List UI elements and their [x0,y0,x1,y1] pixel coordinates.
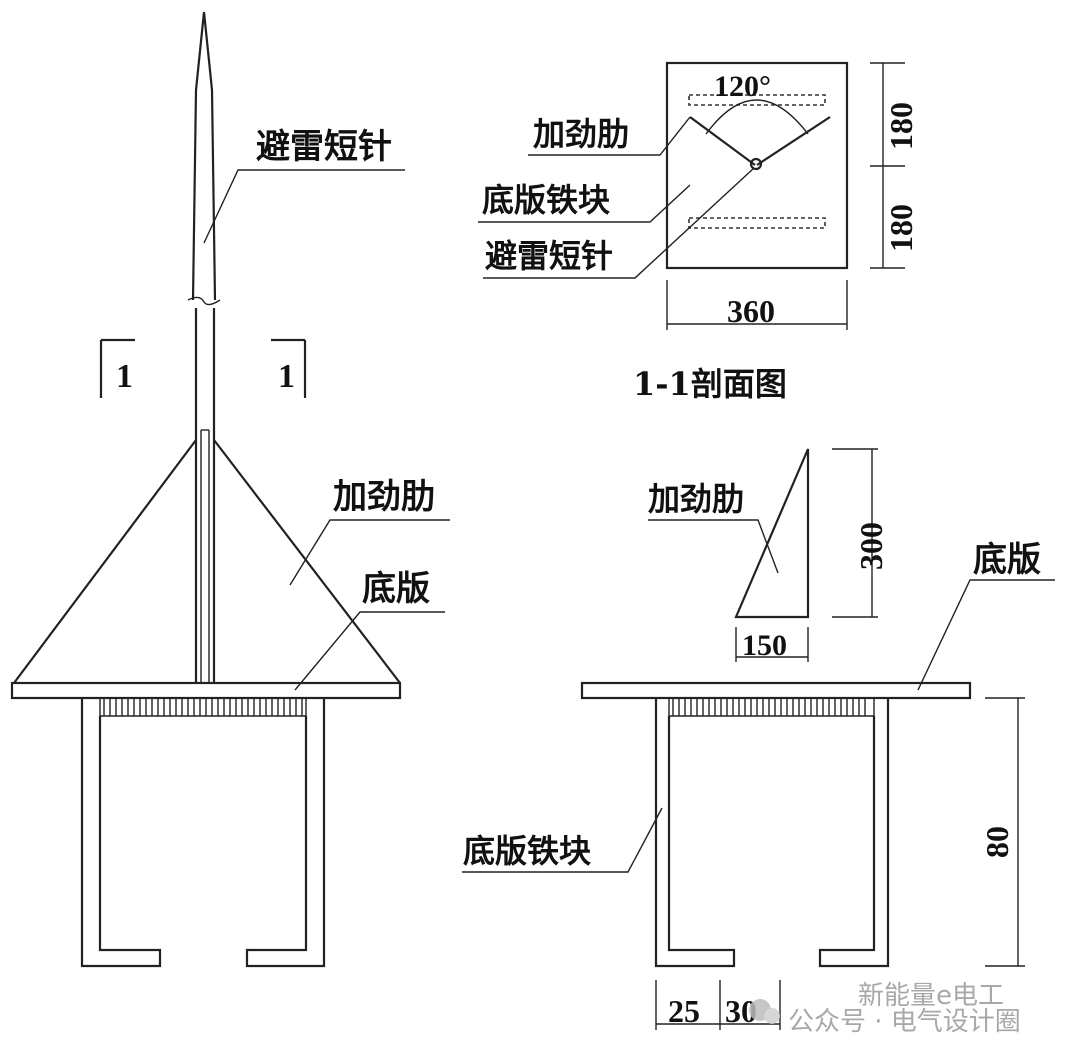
base-plate [10,681,402,700]
rod-shaft [194,308,216,683]
rib-detail-label: 加劲肋 [648,480,744,518]
section-dashed-block-top [688,94,826,106]
rib-detail-view: 300 150 加劲肋 [648,448,889,662]
section-marker-label-left: 1 [116,358,133,395]
section-dim-vertical [870,62,905,269]
section-leader-rib [528,116,691,156]
clamp-dim-vertical [985,697,1025,967]
elevation-view: 1 1 避雷短针 加劲肋 底版 [10,11,450,968]
stiffening-rib-right [213,439,401,684]
section-dim-horizontal [666,280,848,330]
rib-triangle [734,448,810,619]
section-rod-circle [749,157,763,171]
section-dim-lower: 180 [883,204,919,252]
clamp-dim-horizontal [655,980,781,1030]
section-dashed-block-bottom [688,217,826,229]
clamp-dim-gap: 25 [668,993,700,1029]
rib-dim-width: 150 [742,629,787,662]
section-leader-rod [483,167,755,279]
clamp-side-view: 底版 底版铁块 80 25 30 [462,540,1055,1030]
section-rib-left [689,116,756,166]
right-plate-hatch [672,698,866,716]
section-marker-left [99,338,135,398]
right-clamp-channel-left [654,698,736,968]
label-rib: 加劲肋 [333,477,435,517]
section-angle-arc [705,99,809,135]
rod-break-mark [187,296,221,306]
watermark-line2: 公众号 · 电气设计圈 [788,1007,1021,1037]
section-plate-outline [665,61,849,270]
clamp-channel-right [245,698,326,968]
clamp-channel-left [80,698,162,968]
plate-hatch [103,698,303,716]
right-leader-plate [917,579,1055,691]
rod-tip [191,11,217,301]
section-label-rod: 避雷短针 [485,237,613,275]
rib-dim-horizontal [735,627,809,662]
leader-rib [289,519,450,586]
section-dim-width: 360 [727,293,775,329]
stiffening-rib-left [13,439,197,684]
right-label-plate: 底版 [973,540,1041,580]
right-label-block: 底版铁块 [463,832,591,870]
section-label-block: 底版铁块 [482,181,610,219]
rod-inner-lines [200,430,210,683]
section-dim-upper: 180 [883,102,919,150]
section-rib-right [756,116,831,166]
right-base-plate [580,681,972,700]
watermark: 新能量e电工 公众号 · 电气设计圈 [749,981,1021,1037]
label-rod: 避雷短针 [256,127,392,167]
section-marker-right [271,338,307,398]
rib-dim-vertical [832,448,878,618]
right-clamp-channel-right [818,698,890,968]
leader-rod [203,169,405,244]
rib-dim-height: 300 [853,522,889,570]
section-title: 1-1剖面图 [633,365,787,403]
watermark-line1: 新能量e电工 [858,981,1004,1011]
section-1-1-view: 120° 180 180 360 加劲肋 底版铁块 避雷短针 1-1剖面图 [478,61,919,403]
rib-leader [648,519,779,574]
section-label-rib: 加劲肋 [533,115,629,153]
label-plate: 底版 [362,569,430,609]
leader-plate [294,611,445,691]
section-marker-label-right: 1 [278,358,295,395]
section-angle-label: 120° [714,70,771,103]
right-leader-block [462,807,663,873]
clamp-dim-height: 80 [979,826,1015,858]
section-leader-block [478,184,691,223]
